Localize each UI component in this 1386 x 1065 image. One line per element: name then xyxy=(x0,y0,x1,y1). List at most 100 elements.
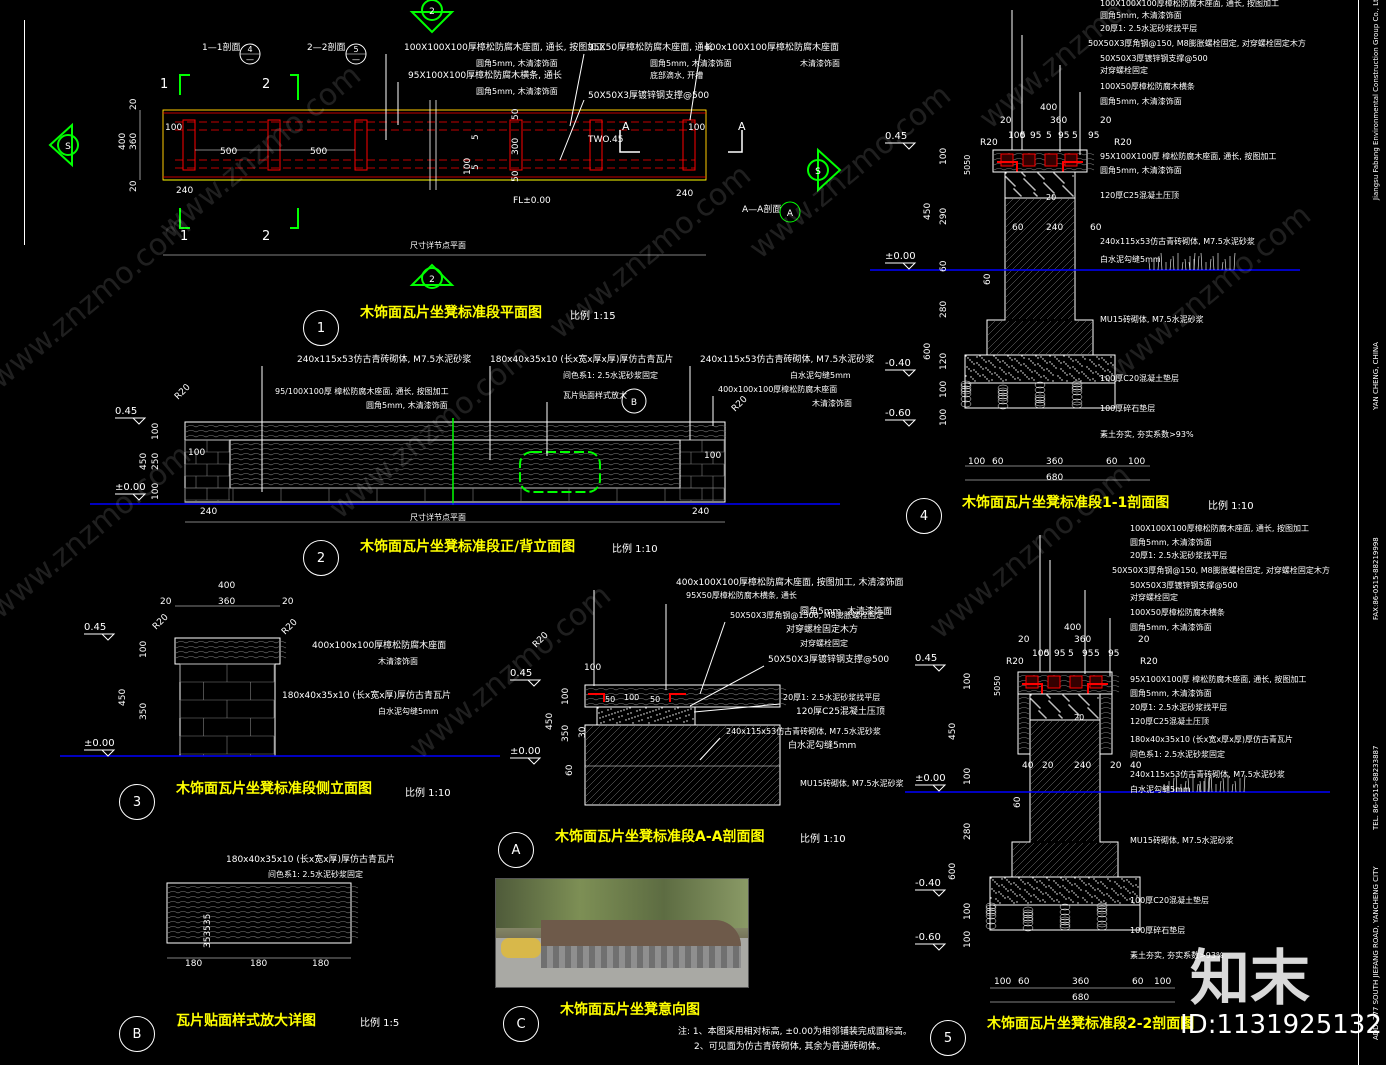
plan-dim-240b: 240 xyxy=(676,189,693,199)
side-strip-text-0: ADD. 277 SOUTH JIEFANG ROAD, YANCHENG CI… xyxy=(1372,866,1380,1040)
section-a-title: 木饰面瓦片坐凳标准段A-A剖面图 xyxy=(555,829,765,845)
sec11-dim-240: 240 xyxy=(1046,223,1063,233)
photo-title-number: C xyxy=(503,1006,539,1042)
sa-angle-right xyxy=(669,693,686,702)
elev-note-4: 间色系1: 2.5水泥砂浆固定 xyxy=(563,370,658,380)
sec22-dim-5050: 5050 xyxy=(993,676,1002,696)
sec22-gravel-pattern xyxy=(985,902,1108,932)
sec22-note-0: 100X100X100厚樟松防腐木座面, 通长, 按图加工 xyxy=(1130,523,1309,533)
elev-dim-100b: 100 xyxy=(151,483,161,500)
sec22-level-045-symbol xyxy=(915,664,947,672)
sa-leader-4 xyxy=(693,703,781,713)
sec11-angle-r xyxy=(1062,161,1083,172)
section-a-scale: 比例 1:10 xyxy=(800,834,846,845)
plan-note-g: 底部滴水, 开槽 xyxy=(650,70,703,80)
sec22-level-m040-symbol xyxy=(915,889,947,897)
sa-dim-60: 60 xyxy=(565,764,575,776)
plan-leader-4 xyxy=(689,53,701,121)
grass-tuft-1 xyxy=(1188,252,1236,271)
sec11-note-14: 100厚C20混凝土垫层 xyxy=(1100,373,1179,383)
plan-leader-3 xyxy=(569,53,585,127)
plan-scale: 比例 1:15 xyxy=(570,311,616,322)
plan-note-e: 95X50厚樟松防腐木座面, 通长 xyxy=(588,41,713,53)
side-level-000-symbol xyxy=(84,749,116,757)
sec11-dim-290: 290 xyxy=(939,208,949,225)
elev-note-3: 180x40x35x10 (长x宽x厚x厚)厚仿古青瓦片 xyxy=(490,353,673,365)
sec22-note-5: 对穿螺栓固定 xyxy=(1130,592,1178,602)
elev-brick-base xyxy=(184,487,725,502)
sec22-r20a: R20 xyxy=(1006,657,1024,667)
sec11-dim-450: 450 xyxy=(923,203,933,220)
logo: 知末 xyxy=(1190,944,1310,1014)
sec11-dim-60b: 60 xyxy=(1090,223,1102,233)
elev-note-9: 木清漆饰面 xyxy=(812,398,852,408)
sec11-note-0: 100X100X100厚樟松防腐木座面, 通长, 按图加工 xyxy=(1100,0,1279,8)
sec11-foot-hatch xyxy=(987,320,1093,355)
side-title: 木饰面瓦片坐凳标准段侧立面图 xyxy=(176,781,372,797)
elevation-scale: 比例 1:10 xyxy=(612,544,658,555)
sec22-note-12: 180x40x35x10 (长x宽x厚x厚)厚仿古青瓦片 xyxy=(1130,734,1293,744)
sec11-dim-60v: 60 xyxy=(939,260,949,272)
plan-ref-arrow-top xyxy=(409,11,455,34)
sec22-cap-concrete xyxy=(1030,694,1099,719)
plan-dim-50b: 50 xyxy=(511,170,521,182)
sec11-note-13: MU15砖砌体, M7.5水泥砂浆 xyxy=(1100,314,1204,324)
plan-post-5 xyxy=(682,119,696,171)
photo-title: 木饰面瓦片坐凳意向图 xyxy=(560,1002,700,1018)
sec22-dim-60v: 60 xyxy=(1013,796,1023,808)
plan-note-f: 圆角5mm, 木清漆饰面 xyxy=(650,58,732,68)
sec11-cap xyxy=(1004,171,1076,199)
side-seat xyxy=(174,637,281,665)
plan-note-c: 95X100X100厚樟松防腐木横条, 通长 xyxy=(408,69,562,81)
plan-ref-4-label: 4 xyxy=(247,45,252,54)
sa-angle-left xyxy=(588,693,605,702)
plan-note-b: 圆角5mm, 木清漆饰面 xyxy=(476,58,558,68)
sec11-level-m040-symbol xyxy=(885,369,917,377)
plan-note-j: 50X50X3厚镀锌钢支撑@500 xyxy=(588,89,709,101)
sa-cap-concrete xyxy=(597,707,694,724)
sec22-bottom-29: 100 xyxy=(994,977,1011,987)
side-dim-100: 100 xyxy=(139,641,149,658)
sec11-note-16: 素土夯实, 夯实系数>93% xyxy=(1100,429,1194,439)
sec22-slat-1 xyxy=(1047,675,1061,689)
sec22-note-2: 20厚1: 2.5水泥砂浆找平层 xyxy=(1130,550,1227,560)
elev-brick-right xyxy=(679,439,725,502)
sa-note-1: 95X50厚樟松防腐木横条, 通长 xyxy=(686,590,797,600)
elev-dim-100d: 100 xyxy=(704,451,721,461)
sec11-slat-0 xyxy=(1000,153,1014,167)
detail-b-tiles xyxy=(167,886,359,939)
plan-cut-2-bottom xyxy=(290,208,299,229)
plan-dim-50a: 50 xyxy=(511,108,521,120)
elev-note-0: 240x115x53仿古青砖砌体, M7.5水泥砂浆 xyxy=(297,353,471,365)
side-note-2: 180x40x35x10 (长x宽x厚)厚仿古青瓦片 xyxy=(282,689,451,701)
sec22-bottom-32: 60 xyxy=(1132,977,1144,987)
sec22-dim-mid-18: 240 xyxy=(1074,761,1091,771)
sec11-bottom-33: 100 xyxy=(1128,457,1145,467)
sec11-level-000-symbol xyxy=(885,262,917,270)
side-dim-20a: 20 xyxy=(160,597,172,607)
side-r20a: R20 xyxy=(151,612,171,632)
plan-ref-bottom-label: 2 xyxy=(429,275,435,285)
plan-cut-2-label-bottom: 2 xyxy=(262,229,270,244)
sa-dim-50b: 50 xyxy=(650,695,660,704)
elev-dim-100c: 100 xyxy=(188,448,205,458)
elev-seat-pattern xyxy=(185,425,727,438)
sec22-dim-600: 600 xyxy=(948,863,958,880)
elev-ref-b-label: B xyxy=(631,398,637,408)
sec22-note-8: 95X100X100厚 樟松防腐木座面, 通长, 按图加工 xyxy=(1130,674,1306,684)
sa-level-000-symbol xyxy=(510,757,542,765)
detail-b-scale: 比例 1:5 xyxy=(360,1018,400,1029)
sec22-wall-hatch xyxy=(1030,720,1100,842)
plan-dim-5b: 5 xyxy=(471,164,481,170)
sec22-bottom-31: 360 xyxy=(1072,977,1089,987)
sec11-gravel-pattern xyxy=(960,380,1083,410)
sec22-note-10: 20厚1: 2.5水泥砂浆找平层 xyxy=(1130,702,1227,712)
sec11-r20b: R20 xyxy=(1114,138,1132,148)
sec11-level-000: ±0.00 xyxy=(885,251,916,262)
sec11-angle-l xyxy=(997,161,1018,172)
sec11-dim-top-5: 5 xyxy=(1020,131,1026,141)
sa-note-9: 240x115x53仿古青砖砌体, M7.5水泥砂浆 xyxy=(726,726,881,736)
watermark-1: www.znzmo.com xyxy=(153,58,368,247)
side-dim-20b: 20 xyxy=(282,597,294,607)
